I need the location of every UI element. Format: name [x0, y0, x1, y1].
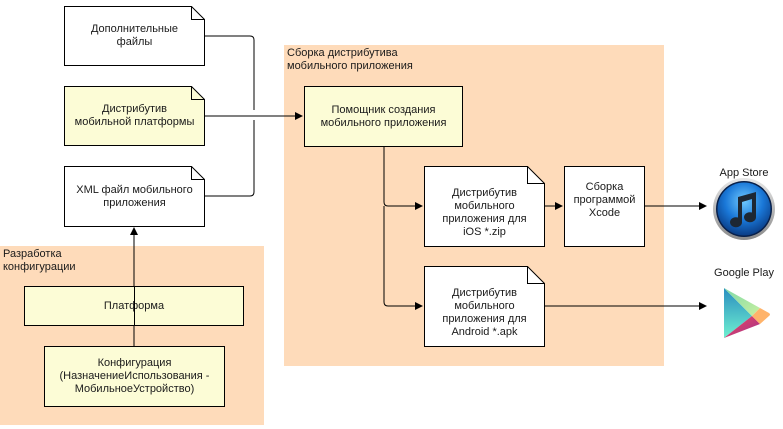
node-configuration[interactable]: Конфигурация (НазначениеИспользования - … [44, 346, 225, 407]
node-xml-file[interactable]: XML файл мобильного приложения [64, 166, 205, 227]
node-xcode-build[interactable]: Сборка программой Xcode [564, 166, 645, 247]
region-config-development-label: Разработка конфигурации [3, 248, 76, 273]
app-store-label: App Store [719, 167, 769, 179]
edge-xml-file [204, 120, 255, 197]
document-shape [64, 86, 205, 146]
document-shape [424, 166, 545, 247]
document-shape [64, 6, 205, 66]
node-wizard[interactable]: Помощник создания мобильного приложения [304, 86, 463, 147]
google-play-icon[interactable] [722, 286, 772, 340]
node-extra-files[interactable]: Дополнительные файлы [64, 6, 205, 66]
edge-wizard-ios [383, 146, 423, 210]
node-android-distribution[interactable]: Дистрибутив мобильного приложения для An… [424, 266, 545, 347]
node-xml-file-label: XML файл мобильного приложения [76, 183, 193, 209]
node-ios-distribution[interactable]: Дистрибутив мобильного приложения для iO… [424, 166, 545, 247]
node-android-distribution-label: Дистрибутив мобильного приложения для An… [442, 286, 527, 338]
node-extra-files-label: Дополнительные файлы [90, 23, 179, 48]
node-platform-distribution-label: Дистрибутив мобильной платформы [74, 103, 195, 128]
node-platform-distribution[interactable]: Дистрибутив мобильной платформы [64, 86, 205, 146]
node-ios-distribution-label: Дистрибутив мобильного приложения для iO… [442, 186, 527, 238]
app-store-icon[interactable] [712, 177, 776, 241]
edge-extra-files [204, 35, 255, 110]
document-shape [64, 166, 205, 227]
node-xcode-build-label: Сборка программой Xcode [573, 181, 636, 219]
document-shape [424, 266, 545, 347]
node-configuration-label: Конфигурация (НазначениеИспользования - … [59, 357, 210, 395]
region-build-distribution-label: Сборка дистрибутива мобильного приложени… [287, 47, 413, 72]
node-wizard-label: Помощник создания мобильного приложения [320, 103, 447, 129]
edge-wizard-android [383, 206, 423, 310]
google-play-label: Google Play [714, 267, 774, 279]
